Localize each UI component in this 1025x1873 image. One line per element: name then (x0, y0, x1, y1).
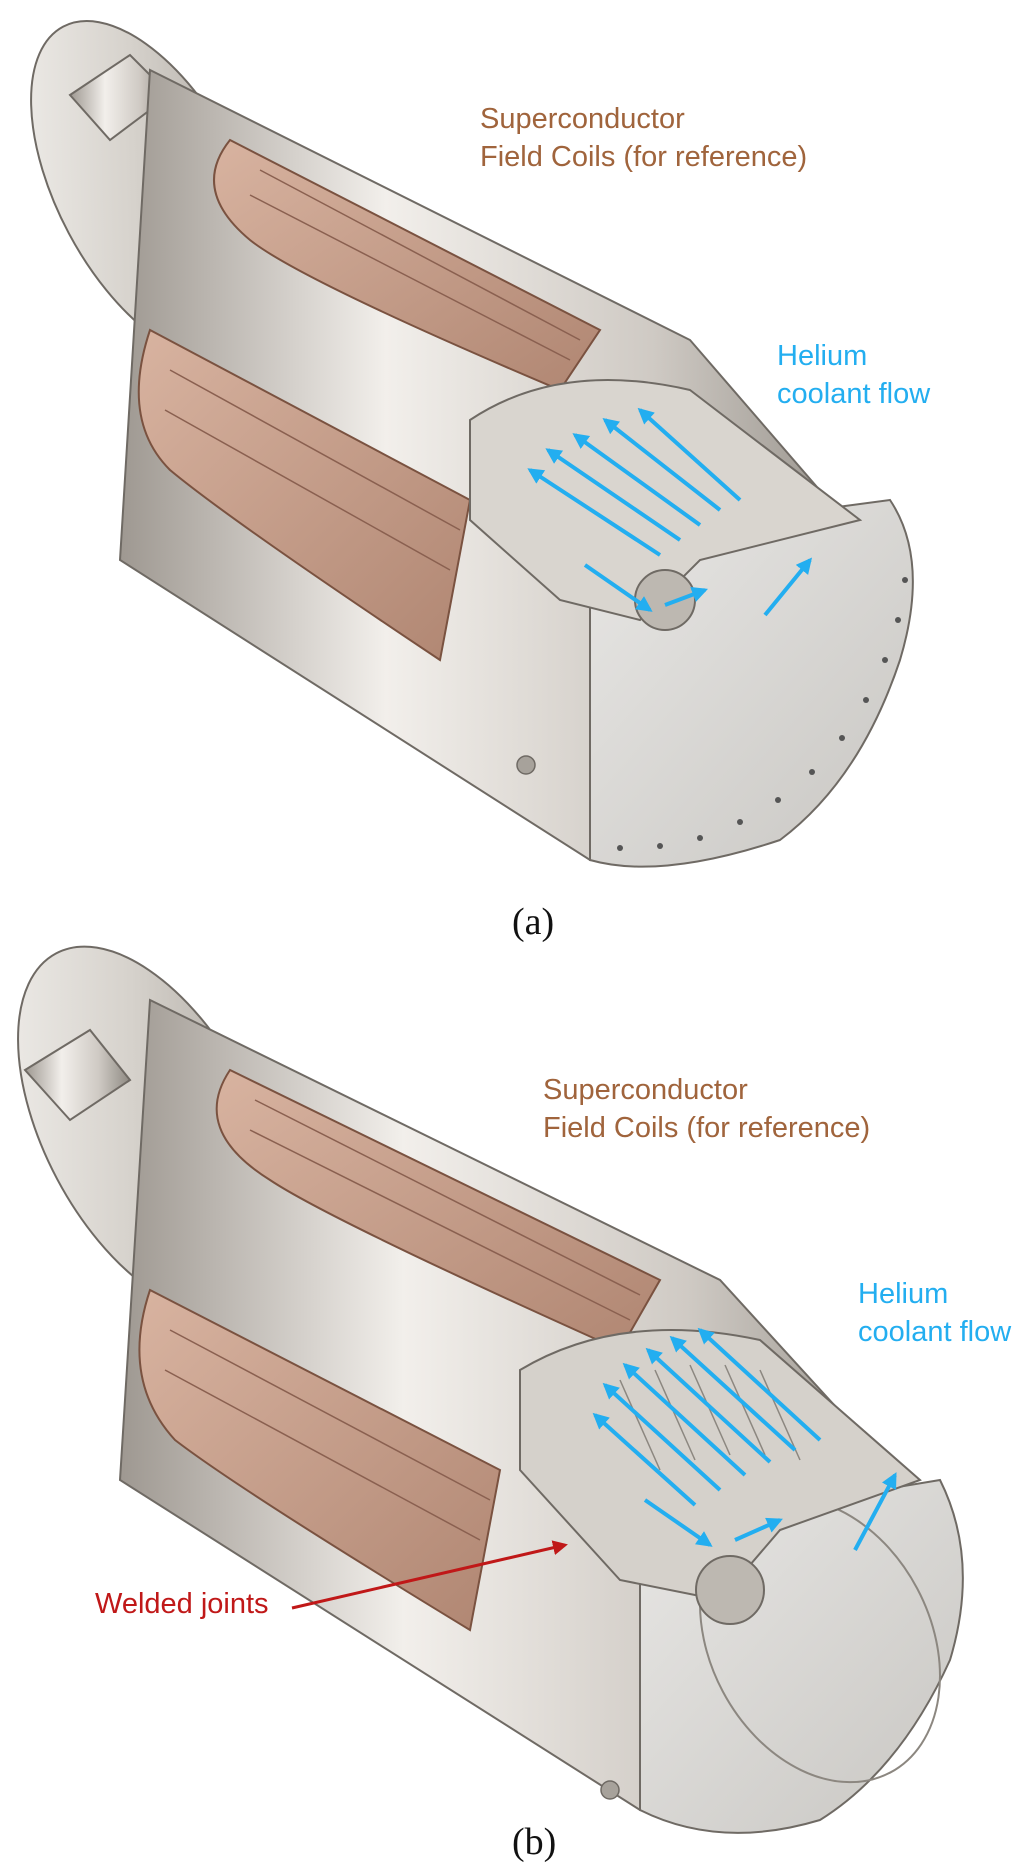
flow-arrow (669, 1335, 797, 1452)
flow-label-b-line1: Helium (858, 1278, 949, 1310)
flow-arrow (697, 1327, 822, 1442)
panel-a-drawing (30, 20, 914, 868)
flow-label-b-line2: coolant flow (858, 1316, 1012, 1348)
flow-arrow (527, 468, 662, 557)
coils-label-a-line1: Superconductor (480, 103, 685, 135)
weld-pointer-arrow (291, 1540, 568, 1610)
flow-arrow (622, 1362, 747, 1477)
flow-arrow (643, 1498, 713, 1547)
flow-arrow (763, 557, 813, 617)
flow-arrow (602, 1382, 722, 1492)
flow-arrows-a (527, 407, 813, 617)
field-coil-upper (213, 138, 602, 392)
flow-arrow (602, 418, 722, 512)
shaft-stub (23, 1028, 132, 1122)
flow-arrow (592, 1412, 697, 1507)
flow-label-a-line1: Helium (777, 340, 868, 372)
flow-arrow (545, 448, 682, 542)
coils-label-a-line2: Field Coils (for reference) (480, 141, 808, 173)
caption-a: (a) (512, 901, 555, 943)
flow-arrow (734, 1517, 783, 1542)
flow-arrows-b (592, 1327, 897, 1551)
flow-arrow (583, 563, 653, 612)
flow-arrow (645, 1347, 772, 1464)
panel-b-drawing (17, 945, 964, 1834)
flow-label-a-line2: coolant flow (777, 378, 931, 410)
coils-label-b-line1: Superconductor (543, 1074, 748, 1106)
bolt-holes-a (617, 577, 908, 851)
field-coil-lower (137, 328, 472, 662)
coils-label-b-line2: Field Coils (for reference) (543, 1112, 871, 1144)
flow-arrow (572, 433, 702, 527)
caption-b: (b) (512, 1821, 557, 1863)
flow-arrow (853, 1472, 897, 1551)
flow-arrow (637, 407, 742, 502)
flow-arrow (664, 587, 708, 607)
weld-label: Welded joints (95, 1588, 269, 1620)
